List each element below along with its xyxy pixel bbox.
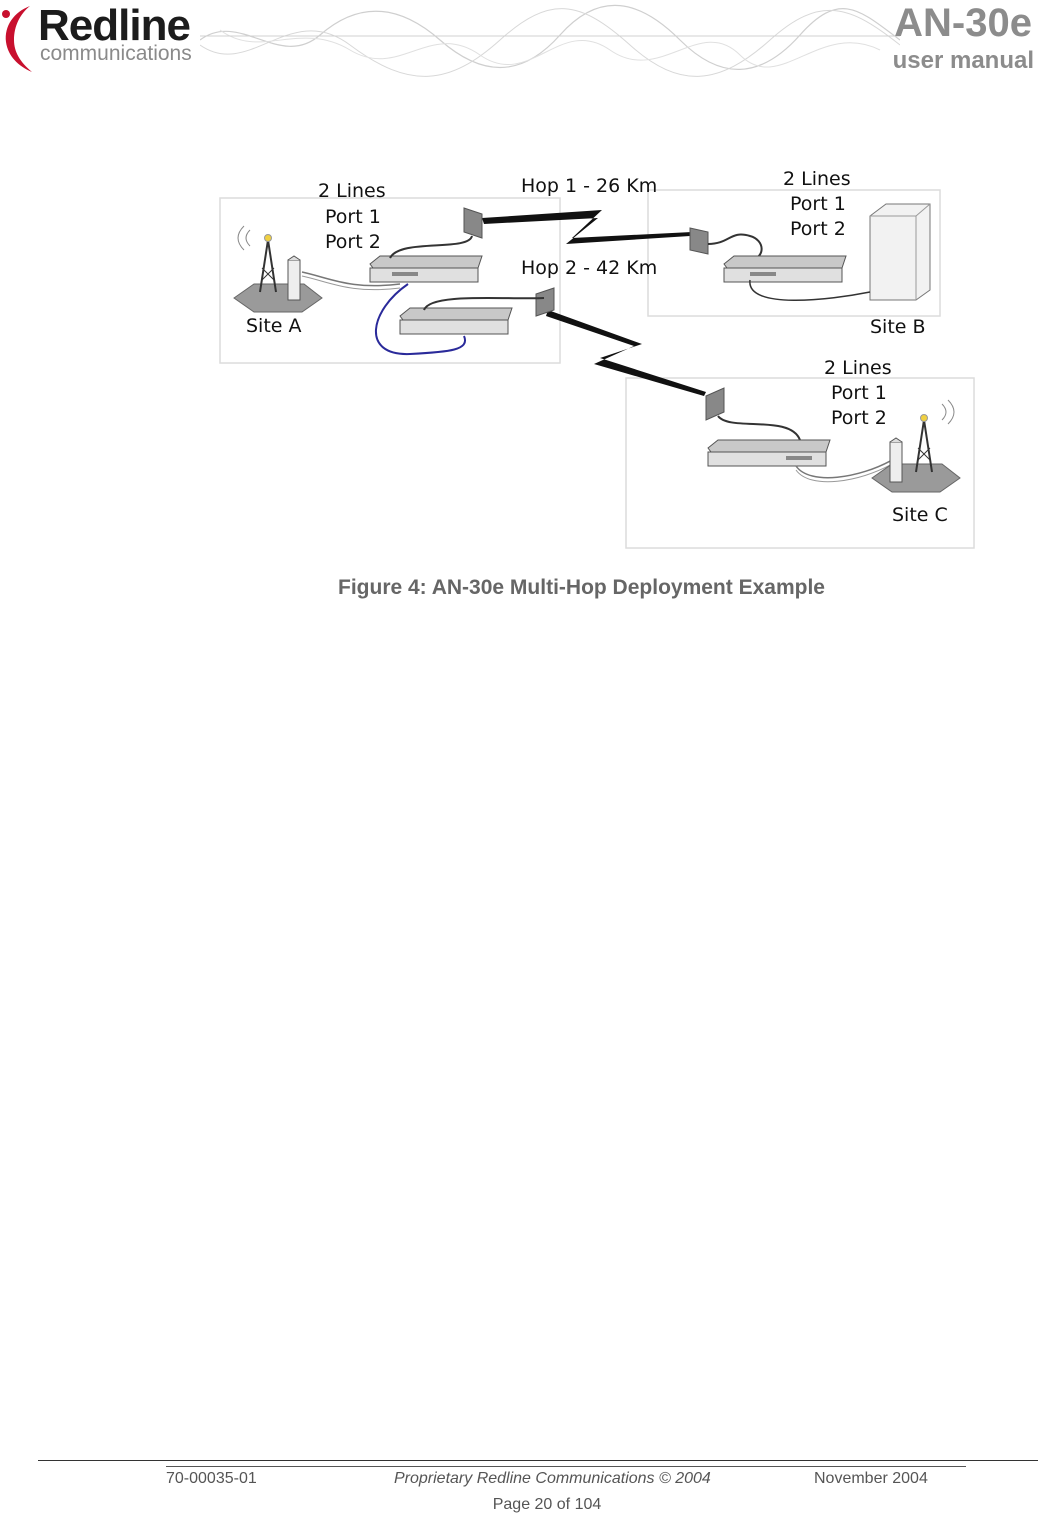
site-b-cabinet-icon [869,203,931,301]
footer-divider [38,1460,1038,1461]
product-subtitle: user manual [892,47,1034,74]
footer-divider-inner [166,1466,966,1467]
site-c-port2-label: Port 2 [831,407,887,429]
brand-name: Redline [38,1,191,50]
multi-hop-diagram: 2 Lines Port 1 Port 2 Site A Hop 1 - 26 … [210,160,990,560]
header-wave-decoration [200,4,900,77]
site-c-lines-label: 2 Lines [824,357,892,379]
site-b-port1-label: Port 1 [790,193,846,215]
site-c-antenna-icon [705,387,725,421]
hop1-label: Hop 1 - 26 Km [521,175,658,197]
site-c-unit-icon [707,439,831,467]
hop1-link-icon [482,210,692,244]
site-c-port1-label: Port 1 [831,382,887,404]
product-title: AN-30e [894,1,1032,45]
brand-subtitle: communications [40,42,192,65]
diagram-graphics [219,189,975,549]
hop2-link-icon [546,310,706,396]
redline-swoosh-icon [2,6,32,72]
footer-proprietary-notice: Proprietary Redline Communications © 200… [394,1470,711,1487]
site-a-name-label: Site A [246,315,302,337]
site-b-unit-icon [723,255,847,283]
site-a-port1-label: Port 1 [325,206,381,228]
site-a-antenna1-icon [463,207,483,239]
footer-doc-number: 70-00035-01 [166,1470,257,1487]
site-a-tower-icon [233,225,323,313]
hop2-label: Hop 2 - 42 Km [521,257,658,279]
site-b-port2-label: Port 2 [790,218,846,240]
page-header: Redline communications AN-30e user manua… [0,0,1038,90]
site-a-box [219,197,561,364]
site-a-lines-label: 2 Lines [318,180,386,202]
site-a-unit2-icon [399,307,513,335]
figure-caption: Figure 4: AN-30e Multi-Hop Deployment Ex… [338,576,825,599]
site-a-unit1-icon [369,255,483,283]
site-c-tower-icon [871,399,961,493]
footer-date: November 2004 [814,1470,928,1487]
footer-page-number: Page 20 of 104 [492,1496,602,1513]
site-b-antenna-icon [689,227,709,255]
site-c-box [625,377,975,549]
site-b-box [647,189,941,317]
site-a-antenna2-icon [535,287,555,317]
site-b-lines-label: 2 Lines [783,168,851,190]
site-b-name-label: Site B [870,316,926,338]
site-a-port2-label: Port 2 [325,231,381,253]
site-c-name-label: Site C [892,504,948,526]
